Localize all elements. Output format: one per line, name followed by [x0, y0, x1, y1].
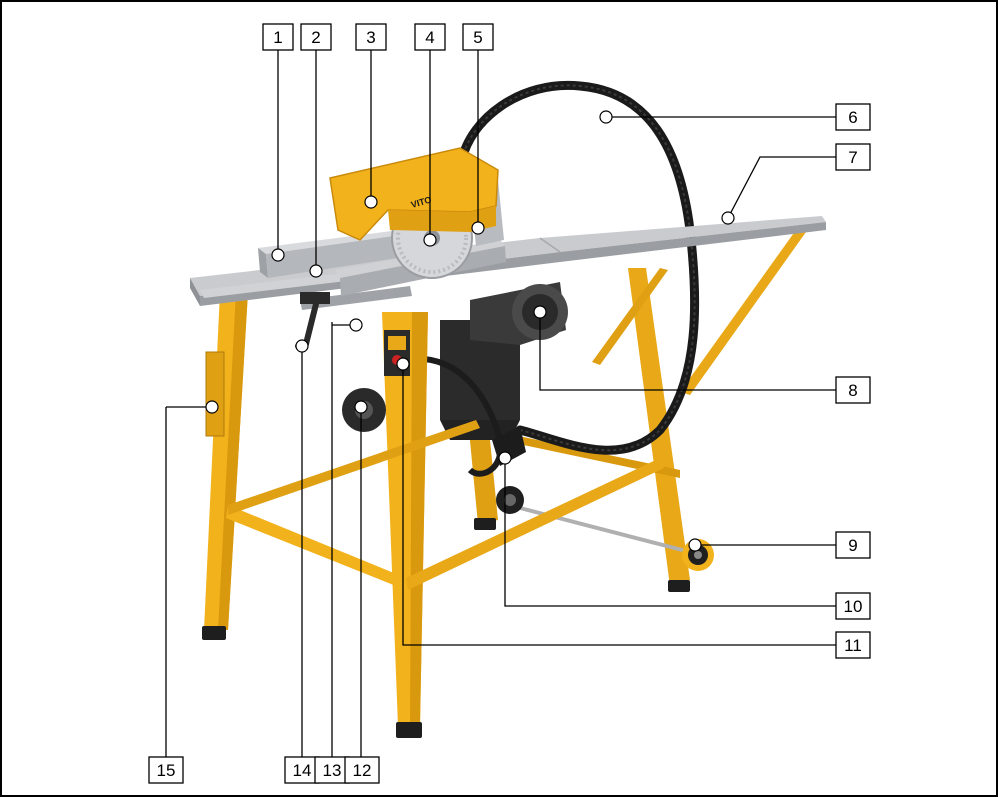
rear-wheel — [496, 486, 524, 514]
table-saw-illustration: VITO — [190, 80, 826, 738]
marker-8 — [533, 305, 547, 319]
callout-label-8: 8 — [848, 381, 857, 400]
callout-label-1: 1 — [273, 28, 282, 47]
blade-guard: VITO — [329, 147, 499, 241]
callout-box-10 — [835, 592, 871, 620]
marker-2 — [309, 264, 323, 278]
callout-box-7 — [835, 143, 871, 171]
back-left-foot — [474, 518, 496, 530]
marker-3 — [364, 195, 378, 209]
marker-14 — [295, 339, 309, 353]
support-arm-mid — [592, 268, 668, 365]
callout-label-11: 11 — [844, 636, 862, 655]
leader-lines — [165, 50, 836, 757]
callout-box-3 — [355, 23, 387, 51]
callout-label-13: 13 — [323, 761, 342, 780]
marker-5 — [471, 221, 485, 235]
front-left-leg-shade — [218, 292, 248, 630]
callout-box-2 — [300, 23, 332, 51]
rip-fence — [258, 230, 410, 278]
callout-labels: 1 2 3 4 5 6 7 8 9 10 11 12 13 14 15 — [157, 28, 863, 780]
marker-15 — [205, 400, 219, 414]
power-cable — [401, 355, 504, 477]
callout-box-6 — [835, 103, 871, 131]
marker-13 — [349, 318, 363, 332]
callout-label-3: 3 — [366, 28, 375, 47]
front-left-foot — [202, 626, 226, 640]
callout-box-4 — [414, 23, 446, 51]
callout-label-6: 6 — [848, 108, 857, 127]
callout-box-8 — [835, 376, 871, 404]
callout-label-4: 4 — [425, 28, 434, 47]
callout-label-2: 2 — [311, 28, 320, 47]
callout-box-5 — [462, 23, 494, 51]
fence-storage-bracket — [205, 351, 225, 437]
front-right-leg-shade — [410, 312, 428, 726]
callout-boxes — [148, 23, 871, 784]
callout-box-15 — [148, 756, 184, 784]
callout-box-13 — [314, 756, 350, 784]
marker-6 — [599, 110, 613, 124]
back-crossbar — [490, 430, 680, 478]
marker-10 — [498, 451, 512, 465]
callout-label-9: 9 — [848, 536, 857, 555]
callout-markers — [205, 110, 735, 552]
callout-label-12: 12 — [353, 761, 372, 780]
callout-label-15: 15 — [157, 761, 176, 780]
callout-label-7: 7 — [848, 148, 857, 167]
callout-label-5: 5 — [473, 28, 482, 47]
callout-label-10: 10 — [844, 597, 863, 616]
callout-box-9 — [835, 531, 871, 559]
right-lower-rail — [406, 458, 664, 590]
marker-12 — [354, 400, 368, 414]
back-right-foot — [668, 580, 690, 592]
marker-4 — [423, 233, 437, 247]
callout-box-1 — [262, 23, 294, 51]
callout-label-14: 14 — [293, 761, 312, 780]
callout-box-11 — [835, 631, 871, 659]
callout-box-12 — [344, 756, 380, 784]
marker-9 — [688, 538, 702, 552]
support-arm-right — [680, 230, 806, 395]
left-lower-rail — [228, 420, 480, 515]
marker-7 — [721, 211, 735, 225]
front-right-foot — [396, 722, 422, 738]
marker-1 — [271, 248, 285, 262]
marker-11 — [396, 357, 410, 371]
